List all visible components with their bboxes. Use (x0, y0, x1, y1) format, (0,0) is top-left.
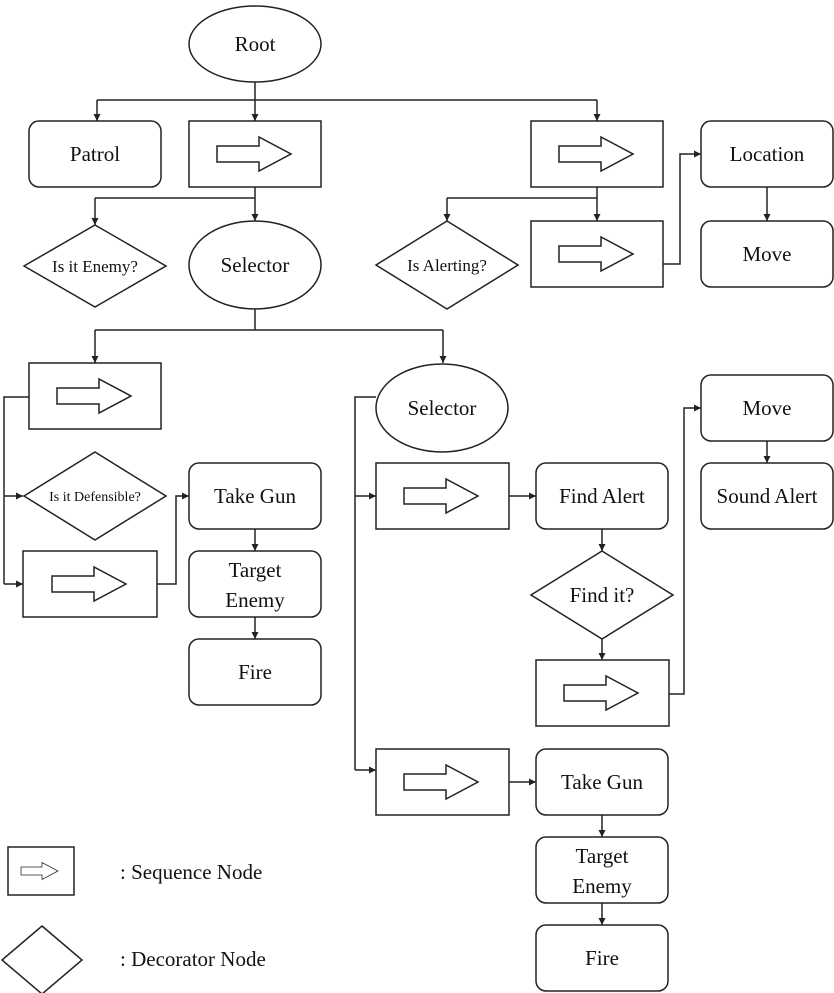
patrol-node: Patrol (28, 120, 162, 188)
fire-bottom-label: Fire (585, 946, 619, 970)
is-defensible-label: Is it Defensible? (49, 490, 141, 505)
target-enemy-bottom-label-line2: Enemy (572, 874, 632, 898)
legend-decorator-label: : Decorator Node (120, 947, 266, 971)
is-defensible-decorator: Is it Defensible? (22, 451, 168, 541)
legend: : Sequence Node : Decorator Node (0, 846, 266, 993)
move-node-top: Move (700, 220, 834, 288)
move-node-right: Move (700, 374, 834, 442)
is-alerting-decorator: Is Alerting? (374, 220, 520, 310)
decorator-legend-icon (0, 925, 84, 993)
sequence-node (375, 748, 510, 816)
root-node: Root (188, 5, 322, 83)
location-label: Location (730, 142, 805, 166)
target-enemy-left-label-line1: Target (229, 558, 282, 582)
find-alert-label: Find Alert (559, 484, 645, 508)
find-it-decorator: Find it? (529, 550, 675, 640)
sequence-node (535, 659, 670, 727)
fire-left-label: Fire (238, 660, 272, 684)
fire-node-bottom: Fire (535, 924, 669, 992)
take-gun-node-left: Take Gun (188, 462, 322, 530)
sequence-node (530, 220, 664, 288)
edge-seq7-move (669, 404, 701, 695)
target-enemy-left-label-line2: Enemy (225, 588, 285, 612)
edge-selector2-left (354, 396, 376, 770)
is-enemy-decorator: Is it Enemy? (22, 224, 168, 308)
take-gun-bottom-label: Take Gun (561, 770, 643, 794)
take-gun-node-bottom: Take Gun (535, 748, 669, 816)
sequence-node (22, 550, 158, 618)
edge-seq4-left (3, 396, 29, 584)
legend-decorator: : Decorator Node (0, 925, 266, 993)
connectors (3, 82, 771, 925)
move-right-label: Move (743, 396, 792, 420)
target-enemy-node-left: Target Enemy (188, 550, 322, 618)
legend-sequence-label: : Sequence Node (120, 860, 262, 884)
target-enemy-bottom-label-line1: Target (576, 844, 629, 868)
legend-sequence: : Sequence Node (7, 846, 262, 896)
location-node: Location (700, 120, 834, 188)
find-it-label: Find it? (570, 583, 635, 607)
sequence-node (28, 362, 162, 430)
selector-mid-label: Selector (408, 396, 477, 420)
is-enemy-label: Is it Enemy? (52, 257, 138, 276)
is-alerting-label: Is Alerting? (407, 256, 487, 275)
move-top-label: Move (743, 242, 792, 266)
fire-node-left: Fire (188, 638, 322, 706)
sequence-node (188, 120, 322, 188)
selector-node-mid: Selector (375, 363, 509, 453)
edge-seq5-takegun (157, 492, 189, 585)
selector-top-label: Selector (221, 253, 290, 277)
target-enemy-node-bottom: Target Enemy (535, 836, 669, 904)
find-alert-node: Find Alert (535, 462, 669, 530)
patrol-label: Patrol (70, 142, 120, 166)
selector-node-top: Selector (188, 220, 322, 310)
edge-seq3-location (663, 150, 701, 265)
take-gun-left-label: Take Gun (214, 484, 296, 508)
root-label: Root (235, 32, 276, 56)
sound-alert-label: Sound Alert (717, 484, 818, 508)
sound-alert-node: Sound Alert (700, 462, 834, 530)
sequence-node (530, 120, 664, 188)
sequence-node (375, 462, 510, 530)
